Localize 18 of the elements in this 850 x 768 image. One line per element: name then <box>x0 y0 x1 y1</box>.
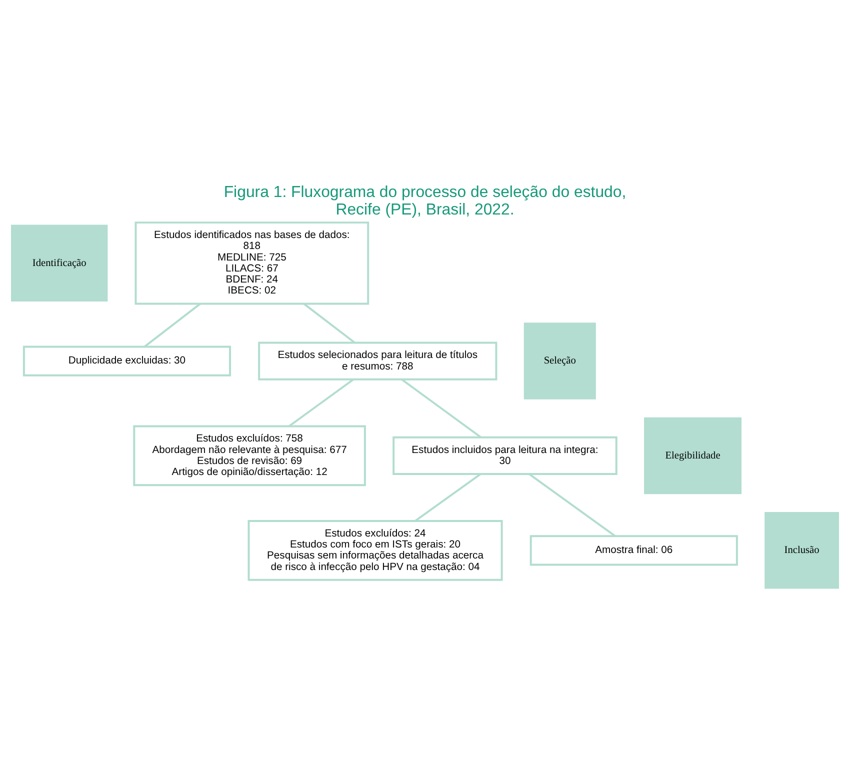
node-box: Duplicidade excluidas: 30 <box>22 345 232 376</box>
node-box: Seleção <box>524 322 596 399</box>
node-box: Inclusão <box>764 512 839 588</box>
node-box: Elegibilidade <box>644 416 742 494</box>
connector <box>401 378 482 438</box>
connector <box>414 472 482 522</box>
connector <box>304 302 356 343</box>
node-box: Estudos incluidos para leitura na integra: 30 <box>392 436 618 475</box>
diagram-title: Figura 1: Fluxograma do processo de seleção do estudo, Recife (PE), Brasil, 2022. <box>224 184 626 218</box>
node-box: Estudos excluídos: 24 Estudos com foco em ISTs gerais: 20 Pesquisas sem informações detalhadas acerca de risco à infecção pelo HPV na gestação: 04 <box>248 519 503 580</box>
node-box: Amostra final: 06 <box>530 534 738 566</box>
connector <box>144 302 201 347</box>
connector <box>288 378 354 426</box>
node-box: Estudos selecionados para leitura de títulos e resumos: 788 <box>258 341 498 380</box>
connector <box>528 472 616 536</box>
node-box: Identificação <box>11 224 108 302</box>
node-box: Estudos identificados nas bases de dados: 818 MEDLINE: 725 LILACS: 67 BDENF: 24 IBECS: 02 <box>134 221 370 304</box>
node-box: Estudos excluídos: 758 Abordagem não relevante à pesquisa: 677 Estudos de revisão: 69 Artigos de opinião/dissertação: 12 <box>133 424 366 486</box>
